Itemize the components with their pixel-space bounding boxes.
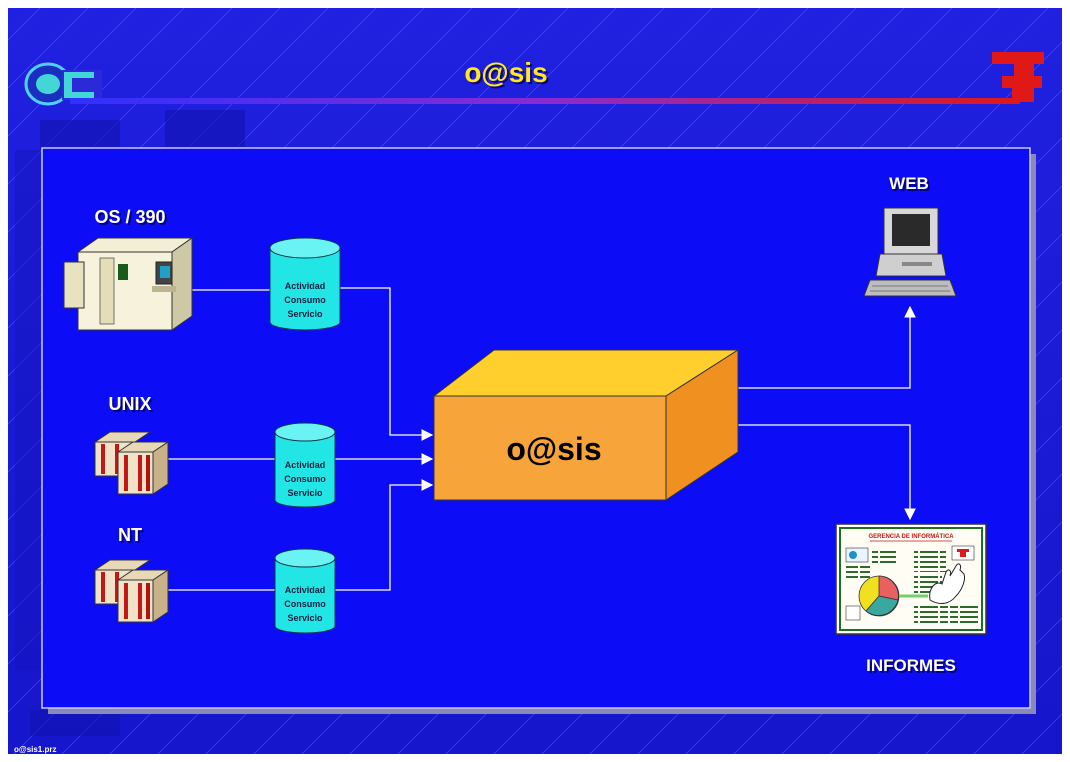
svg-text:NT: NT <box>120 527 144 547</box>
db-line: Actividad <box>285 460 326 470</box>
title-underline <box>70 98 1020 104</box>
web-computer-icon <box>863 207 957 297</box>
hub-label: o@sis <box>506 431 601 467</box>
mainframe-icon <box>63 237 194 331</box>
web-label: WEB <box>889 174 929 193</box>
db-line: Servicio <box>287 309 323 319</box>
source-label-os390: OS / 390 <box>94 207 165 227</box>
report-document-icon: GERENCIA DE INFORMÁTICA <box>835 523 987 635</box>
source-label-unix: UNIX <box>108 394 151 414</box>
footer-filename: o@sis1.prz <box>14 745 56 754</box>
db-line: Servicio <box>287 613 323 623</box>
connector-nt-hub <box>335 479 434 591</box>
decor-block <box>15 150 45 670</box>
db-line: Servicio <box>287 488 323 498</box>
database-cylinder-os390: Actividad Consumo Servicio <box>269 237 341 331</box>
svg-text:UNIX: UNIX <box>110 396 153 416</box>
db-line: Consumo <box>284 599 326 609</box>
svg-text:OS / 390: OS / 390 <box>96 209 167 229</box>
svg-text:WEB: WEB <box>891 176 931 195</box>
gi-logo <box>24 62 102 106</box>
title-shadow: o@sis <box>466 59 549 90</box>
report-header: GERENCIA DE INFORMÁTICA <box>868 533 954 540</box>
db-line: Consumo <box>284 295 326 305</box>
connectors <box>165 287 916 591</box>
db-line: Actividad <box>285 585 326 595</box>
database-cylinder-nt: Actividad Consumo Servicio <box>274 548 336 634</box>
svg-text:INFORMES: INFORMES <box>868 658 958 677</box>
reports-label: INFORMES <box>866 656 956 675</box>
tf-logo <box>992 52 1044 102</box>
connector-hub-web <box>738 305 916 389</box>
unix-server-icon <box>93 431 170 495</box>
decor-block <box>40 120 120 150</box>
oasis-hub-box: o@sis <box>432 349 740 501</box>
decor-block <box>165 110 245 148</box>
db-line: Consumo <box>284 474 326 484</box>
db-line: Actividad <box>285 281 326 291</box>
decor-block <box>30 710 120 736</box>
database-cylinder-unix: Actividad Consumo Servicio <box>274 422 336 508</box>
source-label-nt: NT <box>118 525 142 545</box>
connector-hub-reports <box>738 424 916 521</box>
connector-os390-hub <box>340 287 434 441</box>
nt-server-icon <box>93 559 170 623</box>
page-title: o@sis <box>464 57 547 88</box>
